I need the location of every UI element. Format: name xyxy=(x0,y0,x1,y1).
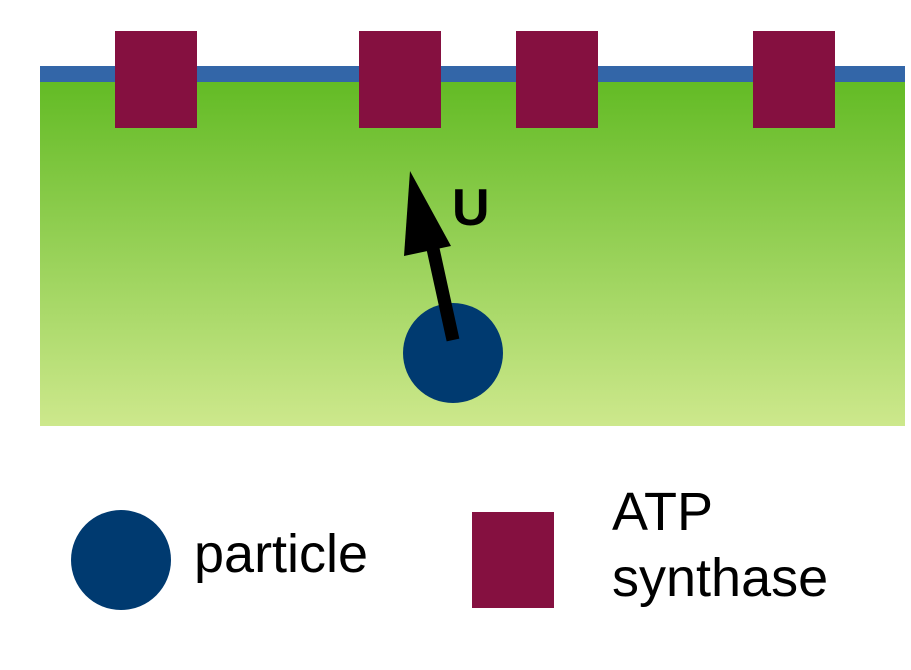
particle xyxy=(403,303,503,403)
membrane xyxy=(40,66,905,82)
legend-particle: particle xyxy=(71,510,368,610)
atp-synthase xyxy=(359,31,441,128)
velocity-arrow-head xyxy=(404,171,451,256)
velocity-arrow-shaft xyxy=(423,233,460,342)
atp-synthase xyxy=(753,31,835,128)
atp-synthase xyxy=(115,31,197,128)
legend-particle-swatch xyxy=(71,510,171,610)
legend-atp-synthase: ATP synthase xyxy=(472,482,828,608)
velocity-arrow xyxy=(404,171,460,342)
legend-atp-label-line2: synthase xyxy=(612,548,828,608)
velocity-label: U xyxy=(452,179,490,237)
legend-atp-label-line1: ATP xyxy=(612,482,713,542)
legend-atp-swatch xyxy=(472,512,554,608)
atp-synthase xyxy=(516,31,598,128)
legend-particle-label: particle xyxy=(194,524,368,584)
